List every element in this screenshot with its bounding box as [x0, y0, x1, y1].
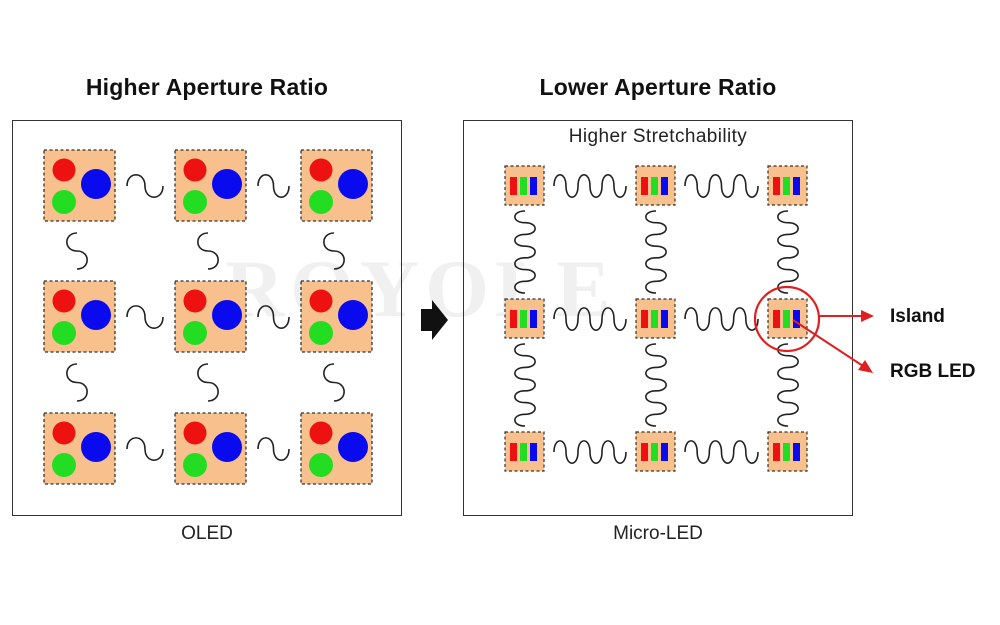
microled-blue-led — [661, 310, 668, 328]
right-title: Lower Aperture Ratio — [539, 74, 777, 100]
island-label: Island — [890, 306, 945, 327]
stretchability-label: Higher Stretchability — [568, 126, 748, 147]
microled-h-interconnect — [684, 174, 759, 198]
microled-panel — [463, 120, 853, 516]
oled-blue-subpixel — [212, 432, 242, 462]
microled-blue-led — [793, 310, 800, 328]
microled-v-interconnect — [514, 210, 536, 294]
microled-v-interconnect — [777, 210, 799, 294]
oled-v-interconnect — [66, 232, 88, 270]
island-highlight-circle — [753, 285, 821, 353]
microled-red-led — [510, 177, 517, 195]
microled-h-interconnect — [684, 440, 759, 464]
microled-blue-led — [530, 443, 537, 461]
oled-v-interconnect — [66, 363, 88, 402]
oled-green-subpixel — [309, 190, 333, 214]
oled-green-subpixel — [52, 453, 76, 477]
oled-red-subpixel — [183, 421, 207, 445]
microled-red-led — [641, 310, 648, 328]
microled-red-led — [773, 443, 780, 461]
oled-red-subpixel — [309, 158, 333, 182]
oled-caption: OLED — [181, 523, 233, 544]
microled-v-interconnect — [645, 210, 667, 294]
left-title: Higher Aperture Ratio — [85, 74, 329, 100]
microled-red-led — [510, 443, 517, 461]
oled-red-subpixel — [52, 158, 76, 182]
microled-v-interconnect — [645, 343, 667, 427]
oled-h-interconnect — [126, 305, 164, 329]
oled-h-interconnect — [126, 437, 164, 461]
microled-red-led — [773, 310, 780, 328]
microled-green-led — [520, 177, 527, 195]
microled-green-led — [520, 310, 527, 328]
microled-v-interconnect — [514, 343, 536, 427]
microled-red-led — [773, 177, 780, 195]
microled-green-led — [651, 177, 658, 195]
oled-green-subpixel — [309, 321, 333, 345]
oled-red-subpixel — [183, 158, 207, 182]
oled-blue-subpixel — [212, 169, 242, 199]
microled-green-led — [783, 443, 790, 461]
oled-red-subpixel — [52, 289, 76, 313]
microled-green-led — [783, 177, 790, 195]
oled-red-subpixel — [309, 421, 333, 445]
oled-island — [300, 280, 373, 353]
oled-v-interconnect — [197, 232, 219, 270]
oled-blue-subpixel — [338, 300, 368, 330]
oled-red-subpixel — [183, 289, 207, 313]
oled-h-interconnect — [126, 174, 164, 198]
oled-blue-subpixel — [81, 432, 111, 462]
oled-blue-subpixel — [338, 432, 368, 462]
oled-v-interconnect — [197, 363, 219, 402]
rgb-led-callout-arrowhead — [858, 360, 873, 373]
oled-green-subpixel — [309, 453, 333, 477]
microled-h-interconnect — [553, 440, 627, 464]
oled-green-subpixel — [183, 321, 207, 345]
microled-red-led — [641, 177, 648, 195]
microled-blue-led — [793, 177, 800, 195]
microled-green-led — [520, 443, 527, 461]
microled-green-led — [651, 310, 658, 328]
oled-h-interconnect — [257, 437, 290, 461]
microled-h-interconnect — [553, 307, 627, 331]
microled-h-interconnect — [553, 174, 627, 198]
microled-red-led — [641, 443, 648, 461]
microled-h-interconnect — [684, 307, 759, 331]
oled-v-interconnect — [323, 232, 345, 270]
rgb-led-callout-line — [792, 319, 864, 367]
transition-arrow — [421, 300, 448, 340]
oled-blue-subpixel — [212, 300, 242, 330]
oled-panel — [12, 120, 402, 516]
microled-blue-led — [530, 310, 537, 328]
oled-green-subpixel — [183, 190, 207, 214]
microled-v-interconnect — [777, 343, 799, 427]
microled-blue-led — [530, 177, 537, 195]
island-callout-arrowhead — [861, 310, 874, 322]
oled-red-subpixel — [52, 421, 76, 445]
microled-caption: Micro-LED — [613, 523, 703, 544]
oled-blue-subpixel — [81, 300, 111, 330]
oled-h-interconnect — [257, 305, 290, 329]
oled-green-subpixel — [52, 321, 76, 345]
microled-blue-led — [661, 177, 668, 195]
microled-blue-led — [793, 443, 800, 461]
oled-blue-subpixel — [338, 169, 368, 199]
oled-blue-subpixel — [81, 169, 111, 199]
oled-v-interconnect — [323, 363, 345, 402]
oled-red-subpixel — [309, 289, 333, 313]
microled-green-led — [783, 310, 790, 328]
microled-red-led — [510, 310, 517, 328]
oled-green-subpixel — [183, 453, 207, 477]
oled-h-interconnect — [257, 174, 290, 198]
rgb-led-label: RGB LED — [890, 361, 976, 382]
oled-green-subpixel — [52, 190, 76, 214]
microled-green-led — [651, 443, 658, 461]
microled-blue-led — [661, 443, 668, 461]
